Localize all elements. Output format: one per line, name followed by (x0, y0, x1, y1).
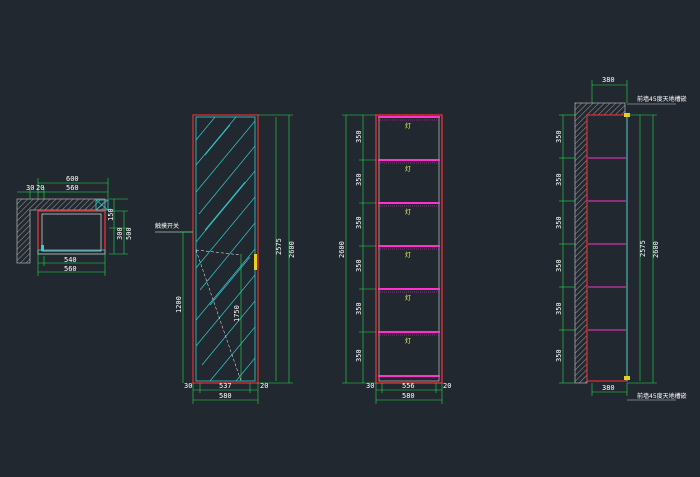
door-dim-inner-height: 2575 (275, 238, 283, 255)
door-dim-lower: 1200 (175, 296, 183, 313)
shelf-elevation: 灯 灯 灯 灯 灯 灯 2600 350 350 350 350 (338, 114, 451, 404)
plan-dim-top-inner: 560 (66, 184, 79, 192)
plan-cabinet-inner (41, 213, 102, 252)
shelf-light-label: 灯 (405, 337, 411, 345)
shelf-light-label: 灯 (405, 208, 411, 216)
side-dim-section: 350 (555, 259, 563, 272)
door-dim-width-outer: 580 (219, 392, 232, 400)
door-diag-label: 1750 (233, 305, 241, 322)
plan-dim-bottom-inner: 540 (64, 256, 77, 264)
side-dim-section: 350 (555, 216, 563, 229)
plan-door-panel (37, 249, 106, 255)
shelf-light-strips (378, 119, 440, 336)
shelf-light-label: 灯 (405, 294, 411, 302)
plan-dim-top-outer: 600 (66, 175, 79, 183)
plan-view: 600 560 30 20 150 300 500 540 560 (16, 175, 133, 276)
glass-hatch-lines (195, 116, 256, 382)
shelf-dim-edge-right: 20 (443, 382, 451, 390)
door-frame (192, 114, 259, 384)
shelf-dim-section: 350 (355, 349, 363, 362)
door-dim-edge-right: 20 (260, 382, 268, 390)
door-handle-icon (254, 254, 257, 270)
side-elevation: 380 380 前墙45度天地槽嵌 前墙45度天地槽嵌 350 350 350 … (555, 76, 687, 401)
side-dim-section: 350 (555, 173, 563, 186)
shelf-dim-section: 350 (355, 130, 363, 143)
plan-dim-right-3: 500 (125, 227, 133, 240)
door-elevation: 触摸开关 2600 2575 1200 1750 537 580 30 20 (155, 114, 296, 404)
shelf-dim-section: 350 (355, 302, 363, 315)
shelf-cabinet-outline (375, 114, 443, 384)
shelf-light-label: 灯 (405, 165, 411, 173)
shelf-dim-section: 350 (355, 216, 363, 229)
side-dim-section: 350 (555, 302, 563, 315)
side-dim-bottom: 380 (602, 384, 615, 392)
side-dim-top: 380 (602, 76, 615, 84)
door-dim-total-height: 2600 (288, 241, 296, 258)
shelf-dim-section: 350 (355, 259, 363, 272)
shelf-light-label: 灯 (405, 122, 411, 130)
side-cabinet-outline (586, 114, 628, 382)
door-dim-width-inner: 537 (219, 382, 232, 390)
plan-dim-right-2: 300 (116, 227, 124, 240)
shelf-dim-edge-left: 30 (366, 382, 374, 390)
plan-dim-bottom-outer: 560 (64, 265, 77, 273)
side-dim-section: 350 (555, 130, 563, 143)
plan-dim-side-b: 20 (36, 184, 44, 192)
shelf-dim-width-inner: 556 (402, 382, 415, 390)
plan-cabinet-outline (37, 210, 106, 255)
door-touch-switch-note: 触摸开关 (155, 222, 179, 230)
side-wall-hatch (574, 102, 626, 384)
shelf-dim-width-outer: 580 (402, 392, 415, 400)
side-dim-inner-height: 2575 (639, 240, 647, 257)
side-shelf-lines (588, 157, 626, 331)
plan-dim-side-a: 30 (26, 184, 34, 192)
door-dim-edge-left: 30 (184, 382, 192, 390)
side-note-bottom: 前墙45度天地槽嵌 (637, 392, 687, 400)
plan-dim-right-1: 150 (107, 208, 115, 221)
side-dim-total-height: 2600 (652, 241, 660, 258)
shelf-boards (378, 116, 440, 377)
plan-corner-box (95, 199, 109, 211)
shelf-dim-total-height: 2600 (338, 241, 346, 258)
shelf-dim-section: 350 (355, 173, 363, 186)
side-dim-section: 350 (555, 349, 563, 362)
shelf-light-label: 灯 (405, 251, 411, 259)
side-note-top: 前墙45度天地槽嵌 (637, 95, 687, 103)
